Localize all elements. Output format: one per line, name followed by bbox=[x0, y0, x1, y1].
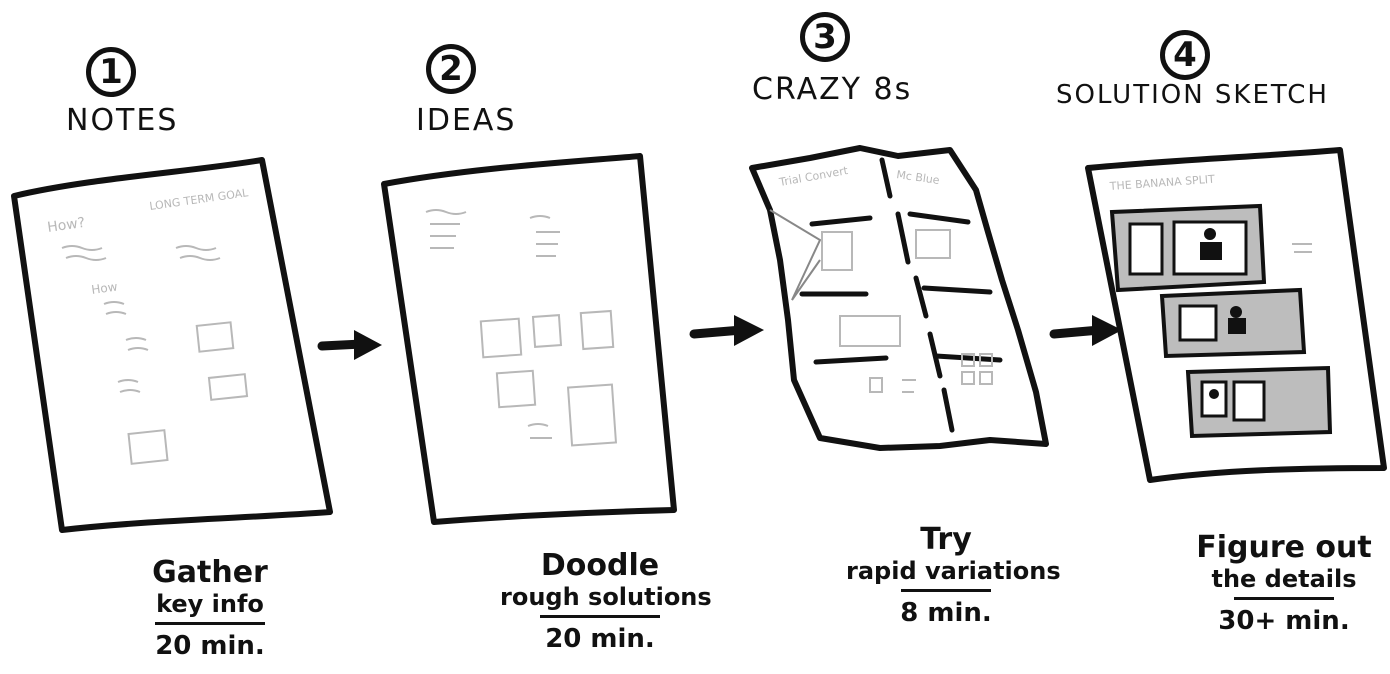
step-number-3: 3 bbox=[800, 12, 850, 62]
caption-ideas-rule bbox=[540, 615, 660, 618]
caption-ideas-line2: rough solutions bbox=[500, 583, 712, 611]
notes-sheet: How? LONG TERM GOAL How bbox=[11, 157, 333, 533]
caption-crazy-8s-line1: Try bbox=[920, 522, 972, 557]
caption-notes: Gather key info 20 min. bbox=[130, 555, 290, 661]
solution-sketch-sheet: THE BANANA SPLIT bbox=[1085, 147, 1387, 483]
caption-solution-time: 30+ min. bbox=[1218, 606, 1350, 636]
caption-crazy-8s-time: 8 min. bbox=[900, 598, 992, 628]
caption-ideas-time: 20 min. bbox=[545, 624, 655, 654]
step-ideas: 2 IDEAS Doodle rough solutions 20 min. bbox=[370, 0, 712, 674]
step-crazy-8s: 3 CRAZY 8s Trial Convert Mc Blue Try rap… bbox=[740, 0, 1061, 674]
right-arrow-icon bbox=[689, 315, 764, 346]
caption-ideas-line1: Doodle bbox=[540, 548, 660, 583]
ideas-sheet bbox=[381, 153, 677, 525]
step-number-4: 4 bbox=[1160, 30, 1210, 80]
crazy-8s-sheet: Trial Convert Mc Blue bbox=[749, 145, 1049, 451]
step-title-ideas: IDEAS bbox=[416, 103, 517, 138]
notes-how-label: How? bbox=[46, 215, 86, 236]
step-number-1: 1 bbox=[86, 47, 136, 97]
step-title-notes: NOTES bbox=[66, 103, 179, 138]
step-notes: 1 NOTES How? LONG TERM GOAL How Gather k… bbox=[0, 0, 340, 674]
step-solution-sketch: 4 SOLUTION SKETCH THE BANANA SPLIT Figur… bbox=[1050, 0, 1390, 674]
caption-solution-line2: the details bbox=[1211, 565, 1357, 593]
right-arrow-icon bbox=[317, 330, 382, 360]
caption-notes-line1: Gather bbox=[152, 555, 268, 590]
step-title-crazy-8s: CRAZY 8s bbox=[752, 72, 913, 107]
caption-solution-sketch: Figure out the details 30+ min. bbox=[1186, 530, 1382, 636]
caption-solution-line1: Figure out bbox=[1196, 530, 1372, 565]
notes-how2-label: How bbox=[90, 279, 118, 297]
caption-notes-line2: key info bbox=[156, 590, 264, 618]
caption-notes-time: 20 min. bbox=[155, 631, 265, 661]
caption-crazy-8s-rule bbox=[901, 589, 991, 592]
step-title-solution-sketch: SOLUTION SKETCH bbox=[1056, 80, 1329, 110]
caption-crazy-8s: Try rapid variations 8 min. bbox=[846, 522, 1061, 628]
caption-crazy-8s-line2: rapid variations bbox=[846, 557, 1061, 585]
caption-ideas: Doodle rough solutions 20 min. bbox=[500, 548, 712, 654]
caption-notes-rule bbox=[155, 622, 265, 625]
crazy-panel-label-2: Mc Blue bbox=[896, 168, 941, 187]
step-number-2: 2 bbox=[426, 44, 476, 94]
caption-solution-rule bbox=[1234, 597, 1334, 600]
right-arrow-icon bbox=[1049, 315, 1122, 346]
